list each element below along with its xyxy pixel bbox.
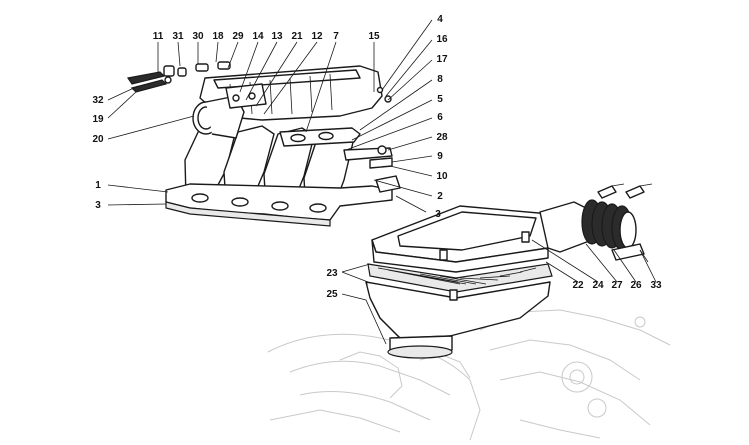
callout-9: 9 — [437, 151, 443, 162]
callout-7: 7 — [333, 31, 339, 42]
callout-21: 21 — [291, 31, 303, 42]
callout-16: 16 — [436, 34, 448, 45]
vacuum-hoses — [126, 61, 231, 93]
callout-5: 5 — [437, 94, 443, 105]
air-filter-housing — [365, 205, 557, 359]
callout-28: 28 — [436, 132, 448, 143]
callout-13: 13 — [271, 31, 283, 42]
callout-32: 32 — [92, 95, 104, 106]
callout-3-right: 3 — [435, 209, 441, 220]
callout-19: 19 — [92, 114, 104, 125]
callout-18: 18 — [212, 31, 224, 42]
leader-lines — [107, 19, 657, 345]
callout-20: 20 — [92, 134, 104, 145]
callout-6: 6 — [437, 112, 443, 123]
callout-17: 17 — [436, 54, 448, 65]
intake-manifold — [165, 65, 401, 227]
callout-2: 2 — [437, 191, 443, 202]
callout-24: 24 — [592, 280, 604, 291]
callout-14: 14 — [252, 31, 264, 42]
callout-23: 23 — [326, 268, 338, 279]
callout-22: 22 — [572, 280, 584, 291]
callout-26: 26 — [630, 280, 642, 291]
callout-10: 10 — [436, 171, 448, 182]
callout-33: 33 — [650, 280, 662, 291]
callout-12: 12 — [311, 31, 323, 42]
callout-labels: 11 31 30 18 29 14 13 21 12 7 15 4 16 17 … — [92, 14, 662, 300]
callout-27: 27 — [611, 280, 623, 291]
callout-1: 1 — [95, 180, 101, 191]
callout-15: 15 — [368, 31, 380, 42]
callout-31: 31 — [172, 31, 184, 42]
callout-3-left: 3 — [95, 200, 101, 211]
callout-25: 25 — [326, 289, 338, 300]
callout-4: 4 — [437, 14, 443, 25]
callout-11: 11 — [153, 31, 164, 42]
intake-bellows-duct — [539, 183, 653, 263]
callout-8: 8 — [437, 74, 443, 85]
callout-29: 29 — [232, 31, 244, 42]
callout-30: 30 — [192, 31, 204, 42]
